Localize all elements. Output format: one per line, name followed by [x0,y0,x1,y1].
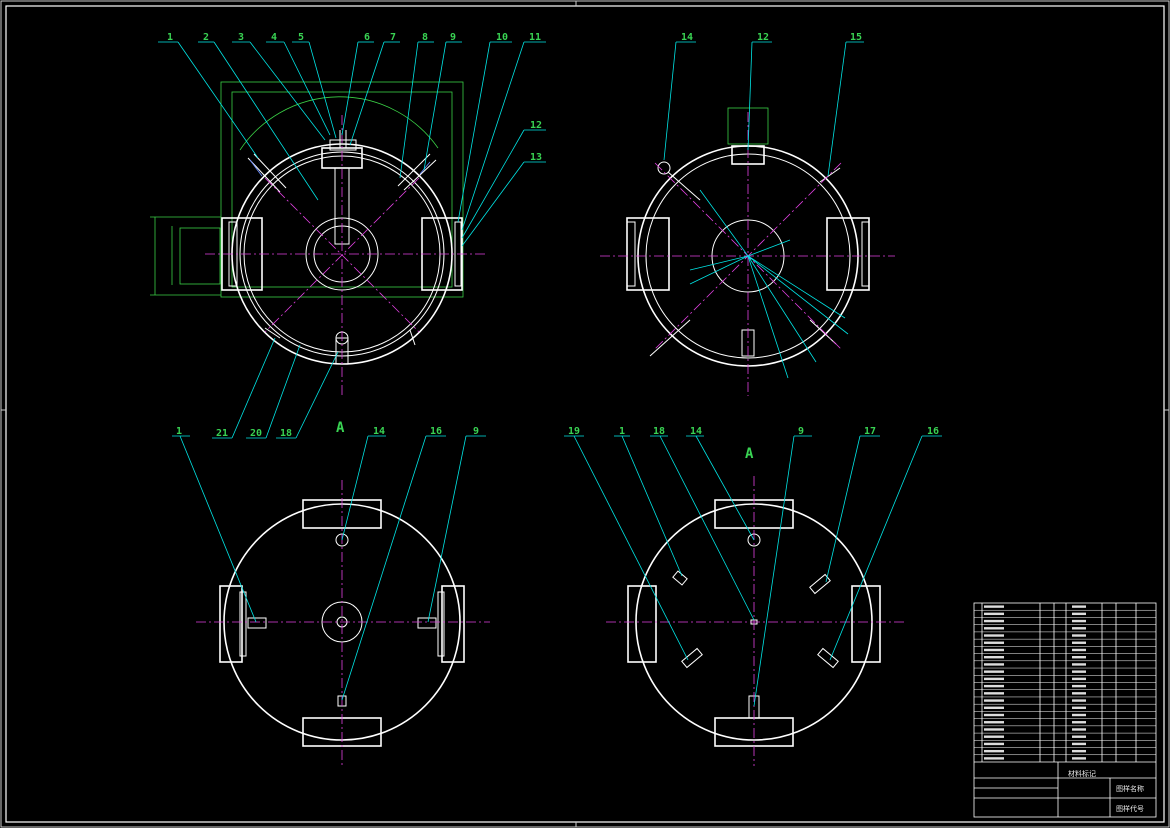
callout-br-19: 19 [568,426,580,437]
bom-cell-mark [1072,656,1086,659]
bom-cell-mark [984,641,1004,644]
bom-cell-mark [1072,706,1086,709]
callout-br-17: 17 [864,426,876,437]
bom-cell-mark [1072,728,1086,731]
bom-cell-mark [984,648,1004,652]
bom-cell-mark [984,713,1004,717]
bom-cell-mark [1072,677,1086,681]
bottom-right-callouts: 19 1 18 14 9 17 16 A [568,426,939,462]
bom-cell-mark [984,706,1004,709]
callout-br-14: 14 [690,426,702,437]
bom-cell-mark [984,619,1004,623]
callout-tl-12: 12 [530,120,542,131]
bom-cell-mark [984,684,1004,688]
bottom-right-view [606,476,904,766]
bom-cell-mark [984,627,1004,630]
bom-cell-mark [1072,663,1086,666]
bom-cell-mark [984,742,1004,746]
bom-cell-mark [984,656,1004,659]
callout-tl-3: 3 [238,32,244,43]
callout-tl-9: 9 [450,32,456,43]
bom-rows [974,605,1156,760]
bom-cell-mark [984,692,1004,695]
bom-cell-mark [1072,692,1086,695]
bom-cell-mark [984,735,1004,738]
bom-cell-mark [1072,605,1086,608]
callout-bl-14: 14 [373,426,385,437]
callout-bl-9: 9 [473,426,479,437]
callout-tl-20: 20 [250,428,262,439]
bom-cell-mark [984,749,1004,753]
bom-cell-mark [1072,612,1086,616]
callout-tl-21: 21 [216,428,228,439]
callout-tl-11: 11 [529,32,541,43]
callout-br-9: 9 [798,426,804,437]
callout-tl-4: 4 [271,32,277,43]
callout-tl-5: 5 [298,32,304,43]
bom-cell-mark [1072,670,1086,673]
bom-cell-mark [984,699,1004,702]
top-right-callouts: 14 12 15 [681,32,862,43]
drawing-code-label: 图样代号 [1116,804,1144,813]
material-mark-label: 材料标记 [1068,769,1096,778]
top-left-callouts: 1 2 3 4 5 6 7 8 9 10 11 12 13 21 20 18 A [167,32,542,439]
callout-br-16: 16 [927,426,939,437]
view-a-label-left: A [336,420,345,436]
callout-tl-8: 8 [422,32,428,43]
bom-cell-mark [1072,627,1086,630]
bom-cell-mark [984,634,1004,637]
callout-tr-14: 14 [681,32,693,43]
bom-cell-mark [1072,749,1086,753]
bottom-left-leaders [172,435,486,701]
callout-tl-7: 7 [390,32,396,43]
callout-br-18: 18 [653,426,665,437]
bom-cell-mark [1072,641,1086,644]
drawing-name-label: 图样名称 [1116,784,1144,793]
callout-bl-16: 16 [430,426,442,437]
title-block-text: 材料标记 图样名称 图样代号 [1068,769,1144,813]
bom-cell-mark [984,670,1004,673]
callout-tr-12: 12 [757,32,769,43]
bom-cell-mark [984,677,1004,681]
bottom-right-leaders [564,435,942,707]
bom-cell-mark [1072,721,1086,724]
view-a-label-right: A [745,446,754,462]
top-left-view [150,81,488,395]
top-right-view [600,107,895,396]
callout-br-1: 1 [619,426,625,437]
callout-tl-2: 2 [203,32,209,43]
callout-tr-15: 15 [850,32,862,43]
bom-cell-mark [984,728,1004,731]
bom-cell-mark [1072,713,1086,717]
bom-cell-mark [1072,619,1086,623]
bom-cell-mark [984,605,1004,608]
bom-cell-mark [984,612,1004,616]
bom-cell-mark [984,721,1004,724]
callout-tl-18: 18 [280,428,292,439]
bom-cell-mark [1072,648,1086,652]
title-block [974,761,1156,817]
bom-cell-mark [984,757,1004,760]
bom-cell-mark [1072,634,1086,637]
bom-cell-mark [1072,735,1086,738]
bottom-left-callouts: 1 14 16 9 [176,426,479,437]
callout-tl-6: 6 [364,32,370,43]
top-left-leaders [158,41,546,439]
bom-cell-mark [1072,742,1086,746]
callout-tl-10: 10 [496,32,508,43]
bottom-left-view [196,480,490,766]
callout-bl-1: 1 [176,426,182,437]
bom-cell-mark [1072,684,1086,688]
top-right-leaders [663,41,864,379]
bom-cell-mark [1072,757,1086,760]
callout-tl-13: 13 [530,152,542,163]
bom-cell-mark [984,663,1004,666]
bom-cell-mark [1072,699,1086,702]
callout-tl-1: 1 [167,32,173,43]
